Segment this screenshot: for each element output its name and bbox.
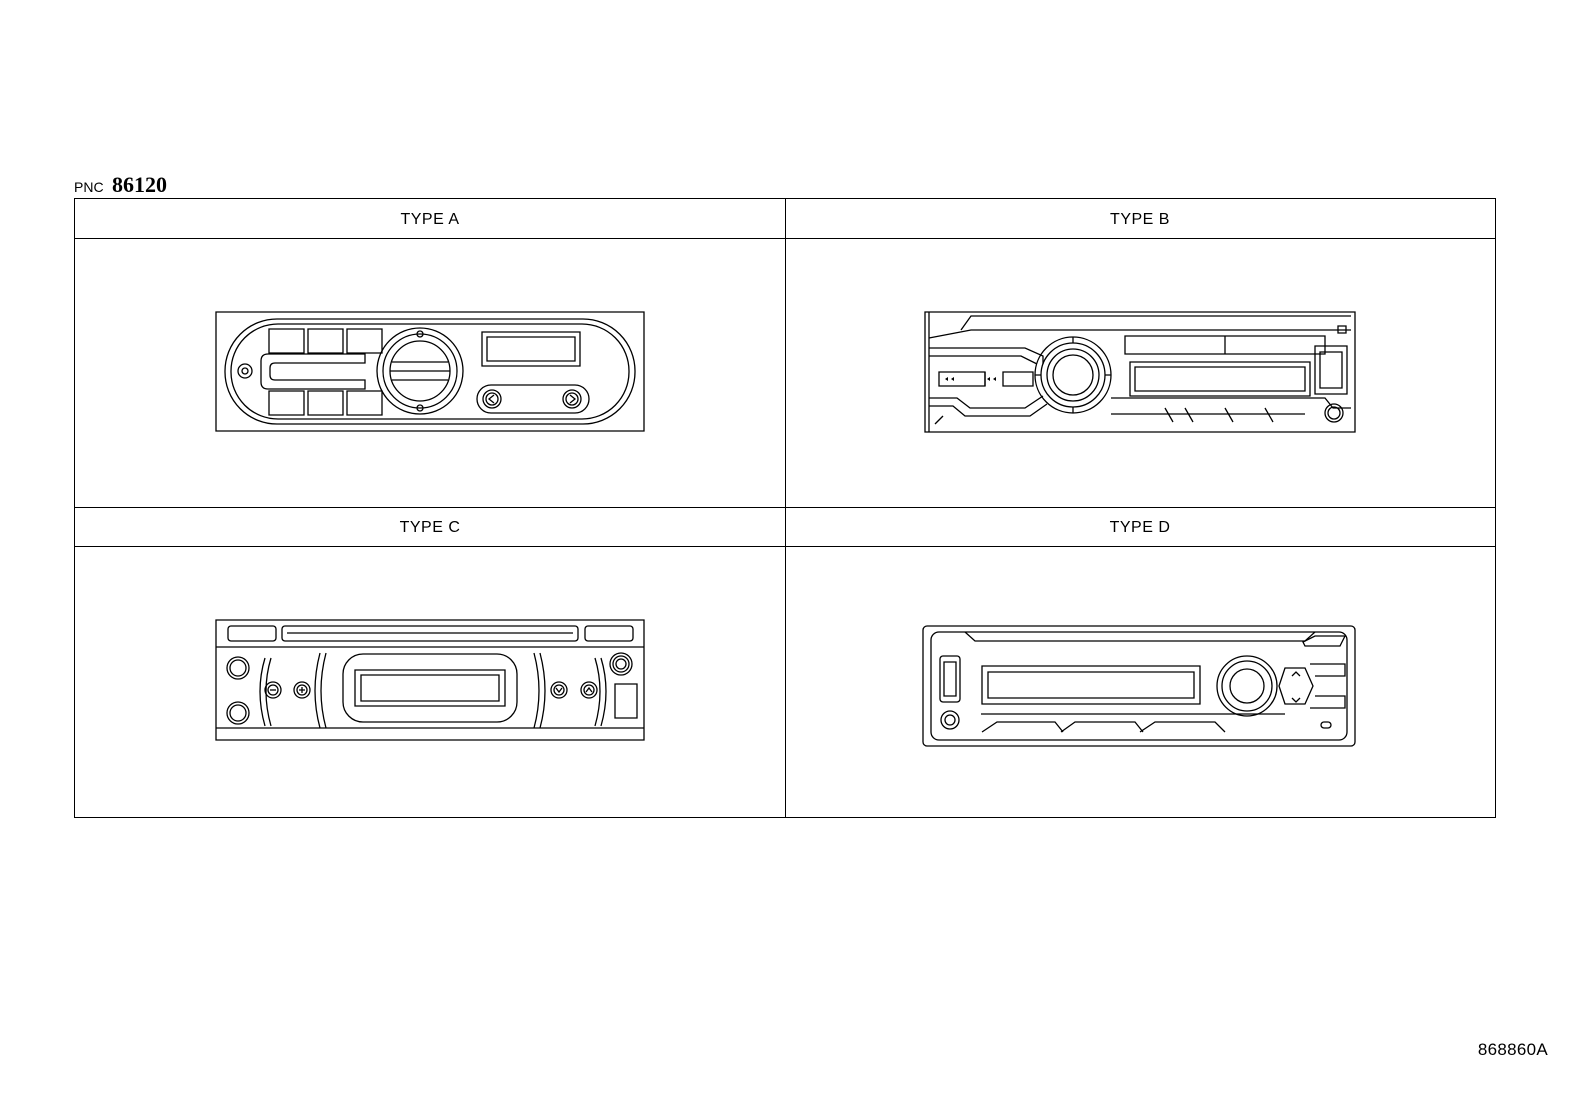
reference-code: 868860A	[1477, 1040, 1548, 1059]
radio-type-c-icon	[75, 546, 785, 819]
pnc-number: 86120	[112, 172, 168, 197]
panel-header-type-a: TYPE A	[75, 199, 785, 239]
panel-header-type-d: TYPE D	[785, 507, 1495, 547]
panel-art-type-b	[785, 238, 1495, 507]
grid-vertical-divider	[785, 199, 786, 817]
panel-header-type-b: TYPE B	[785, 199, 1495, 239]
grid-horizontal-divider	[75, 507, 1495, 508]
pnc-label: PNC 86120	[74, 172, 167, 198]
panel-type-d: TYPE D	[785, 507, 1495, 819]
pnc-prefix: PNC	[74, 179, 104, 195]
parts-grid: TYPE A	[74, 198, 1496, 818]
panel-type-a: TYPE A	[75, 199, 785, 507]
panel-art-type-d	[785, 546, 1495, 819]
panel-art-type-c	[75, 546, 785, 819]
radio-type-a-icon	[75, 238, 785, 507]
radio-type-d-icon	[785, 546, 1495, 819]
radio-type-b-icon	[785, 238, 1495, 507]
panel-art-type-a	[75, 238, 785, 507]
panel-header-type-c: TYPE C	[75, 507, 785, 547]
panel-type-c: TYPE C	[75, 507, 785, 819]
panel-type-b: TYPE B	[785, 199, 1495, 507]
